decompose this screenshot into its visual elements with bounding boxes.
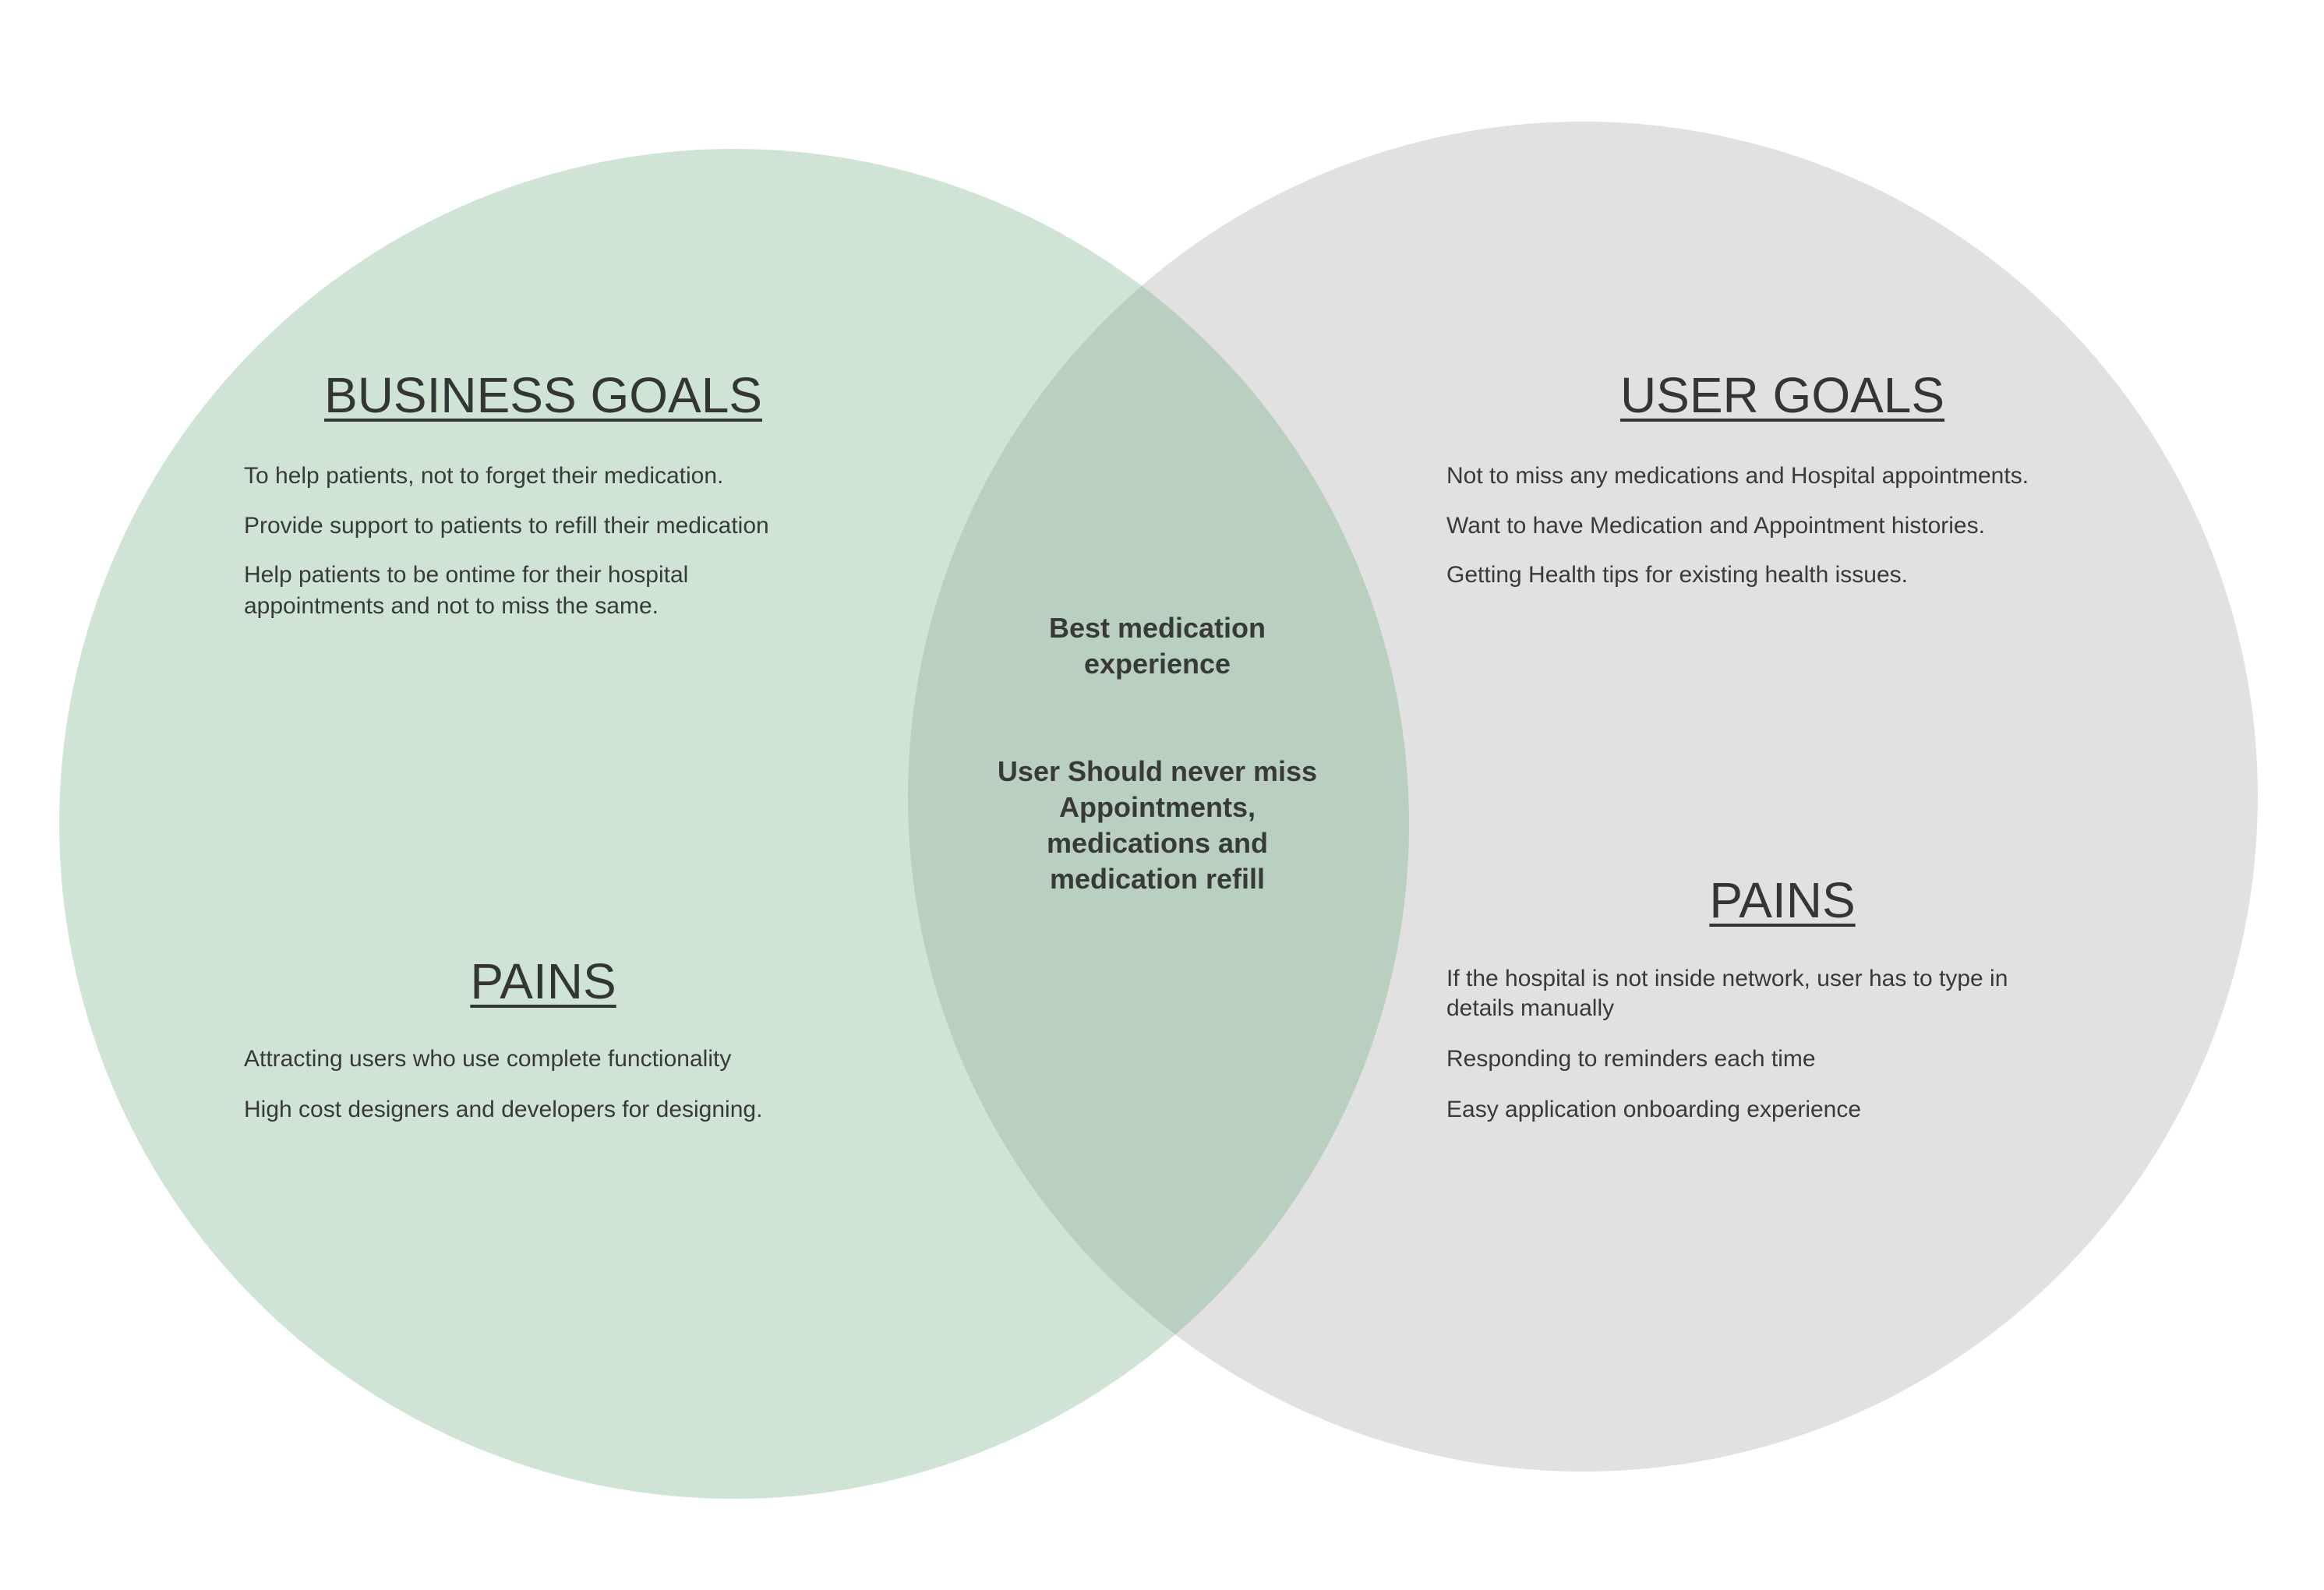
overlap-line: medications and: [1046, 827, 1269, 859]
user-goal-item: Want to have Medication and Appointment …: [1446, 513, 1985, 539]
overlap-line: experience: [1083, 648, 1231, 680]
user-goal-item: Getting Health tips for existing health …: [1446, 562, 1908, 588]
overlap-text-2: User Should never miss Appointments, med…: [978, 754, 1337, 897]
overlap-line: User Should never miss: [997, 755, 1318, 787]
business-goal-item: Help patients to be ontime for their hos…: [244, 562, 689, 588]
overlap-line: Best medication: [1048, 612, 1266, 644]
business-goal-item: Provide support to patients to refill th…: [244, 513, 769, 539]
user-goals-title: USER GOALS: [1619, 367, 1945, 423]
overlap-text: Best medication experience: [978, 610, 1337, 682]
user-pain-item: If the hospital is not inside network, u…: [1446, 966, 2008, 991]
business-goal-item: appointments and not to miss the same.: [244, 593, 659, 619]
business-goal-item: To help patients, not to forget their me…: [244, 463, 724, 489]
user-pain-item: Easy application onboarding experience: [1446, 1097, 1862, 1122]
overlap-region: [908, 149, 1409, 1472]
user-goal-item: Not to miss any medications and Hospital…: [1446, 463, 2029, 489]
business-pains-title: PAINS: [470, 953, 616, 1009]
overlap-line: Appointments,: [1059, 791, 1256, 823]
business-goals-title: BUSINESS GOALS: [324, 367, 762, 423]
overlap-line: medication refill: [1049, 863, 1266, 895]
user-pain-item: details manually: [1446, 995, 1615, 1021]
business-pain-item: High cost designers and developers for d…: [244, 1097, 763, 1122]
user-pains-title: PAINS: [1709, 872, 1856, 928]
user-pain-item: Responding to reminders each time: [1446, 1046, 1816, 1072]
business-pain-item: Attracting users who use complete functi…: [244, 1046, 732, 1072]
